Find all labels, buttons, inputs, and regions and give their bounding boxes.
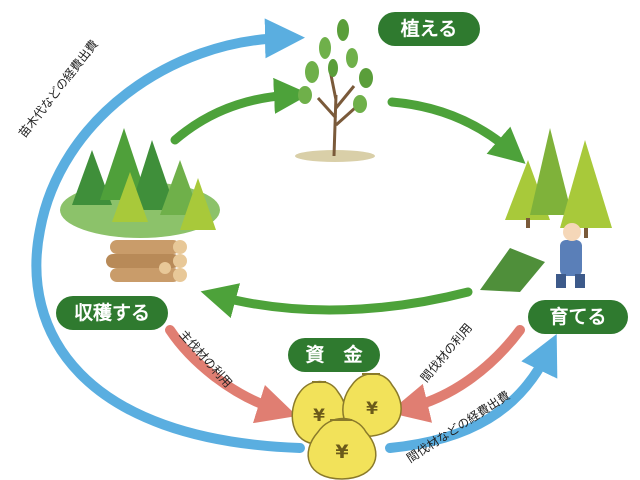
raise-stage-label: 育てる (528, 300, 628, 334)
seedling-cost-arrow (31, 18, 305, 453)
harvest-stage-label: 収穫する (56, 296, 168, 330)
yen-symbol: ¥ (313, 406, 325, 426)
funds-stage-label: 資 金 (288, 338, 380, 372)
yen-symbol: ¥ (335, 441, 348, 463)
cycle-arrow-plant-to-raise (387, 97, 526, 164)
growing-forest-illustration (480, 128, 612, 292)
thinning-use-arrow (388, 325, 525, 423)
mature-forest-illustration (60, 128, 220, 238)
cycle-arrow-harvest-to-plant (170, 77, 310, 145)
main-cut-use-arrow (165, 325, 298, 424)
young-tree-illustration (295, 19, 375, 162)
yen-symbol: ¥ (366, 399, 378, 419)
log-pile-illustration (106, 240, 187, 282)
thinning-cost-arrow (385, 333, 558, 453)
cycle-arrow-raise-to-harvest (200, 283, 473, 319)
money-bags-illustration: ¥ ¥ ¥ (291, 373, 402, 480)
plant-stage-label: 植える (378, 12, 480, 46)
